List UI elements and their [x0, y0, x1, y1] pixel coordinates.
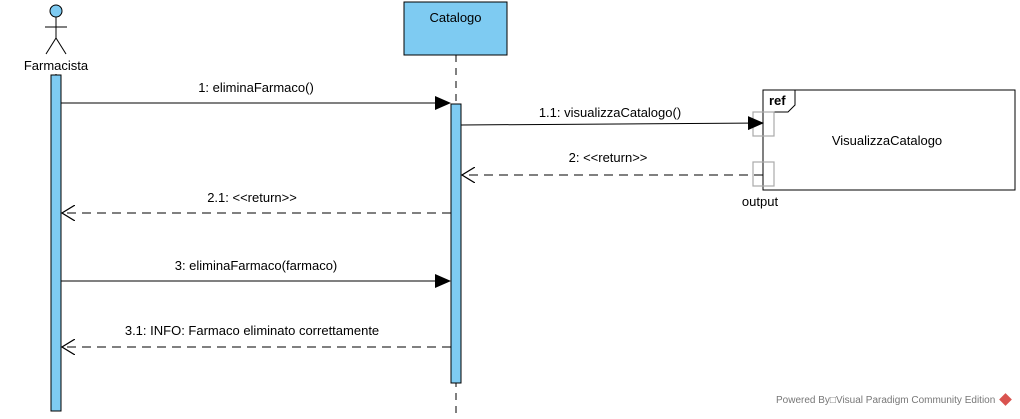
message-2-label: 2: <<return>>: [569, 150, 648, 165]
message-2-1[interactable]: 2.1: <<return>>: [62, 190, 451, 213]
message-3[interactable]: 3: eliminaFarmaco(farmaco): [61, 258, 451, 288]
lifeline-name: Catalogo: [429, 10, 481, 25]
lifeline-catalogo[interactable]: Catalogo: [403, 1, 508, 56]
message-1-1[interactable]: 1.1: visualizzaCatalogo(): [460, 105, 764, 131]
message-3-1[interactable]: 3.1: INFO: Farmaco eliminato correttamen…: [62, 323, 451, 347]
message-1-1-arrow: [460, 116, 764, 131]
watermark-text: Powered By□Visual Paradigm Community Edi…: [776, 395, 996, 406]
ref-gate-output-label: output: [742, 194, 779, 209]
message-1[interactable]: 1: eliminaFarmaco(): [61, 80, 451, 110]
message-3-1-label: 3.1: INFO: Farmaco eliminato correttamen…: [125, 323, 379, 338]
ref-frame-visualizza-catalogo[interactable]: ref VisualizzaCatalogo output: [742, 89, 1016, 209]
lifeline-head[interactable]: [403, 1, 508, 56]
ref-frame-tag-box: [762, 89, 796, 113]
powered-by-watermark: Powered By□Visual Paradigm Community Edi…: [776, 393, 1013, 406]
actor-activation-bar[interactable]: [50, 74, 62, 412]
actor-left-leg: [45, 37, 57, 55]
catalogo-activation-bar[interactable]: [450, 103, 462, 384]
message-2-1-label: 2.1: <<return>>: [207, 190, 297, 205]
ref-frame-box: [762, 89, 1016, 191]
ref-gate-output: [752, 161, 775, 187]
actor-head: [49, 4, 63, 18]
message-1-1-label: 1.1: visualizzaCatalogo(): [539, 105, 681, 120]
message-3-label: 3: eliminaFarmaco(farmaco): [175, 258, 338, 273]
actor-farmacista[interactable]: Farmacista: [24, 4, 89, 73]
actor-name: Farmacista: [24, 58, 89, 73]
actor-right-leg: [55, 37, 67, 55]
ref-frame-tag: ref: [769, 93, 786, 108]
message-2[interactable]: 2: <<return>>: [462, 150, 763, 175]
visual-paradigm-logo-icon: [999, 393, 1013, 406]
message-1-label: 1: eliminaFarmaco(): [198, 80, 314, 95]
ref-frame-name: VisualizzaCatalogo: [832, 133, 942, 148]
